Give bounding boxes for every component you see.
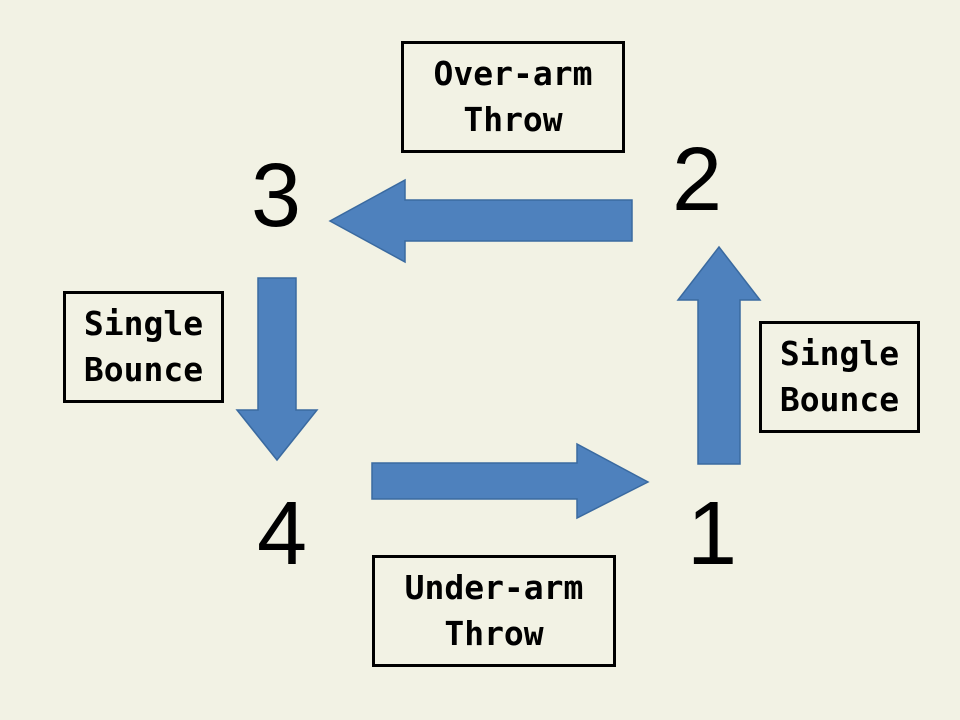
node-2: 2: [671, 130, 723, 230]
node-1: 1: [686, 484, 738, 584]
node-3: 3: [250, 146, 302, 246]
label-under-arm-line2: Throw: [444, 614, 544, 653]
label-over-arm-throw: Over-arm Throw: [401, 41, 625, 153]
label-bounce-right-line1: Single: [779, 334, 900, 373]
arrow-2-to-3: [328, 178, 633, 264]
arrow-4-to-1: [371, 442, 650, 520]
node-4: 4: [256, 484, 308, 584]
label-under-arm-line1: Under-arm: [404, 568, 584, 607]
label-bounce-right-line2: Bounce: [779, 380, 900, 419]
label-over-arm-line2: Throw: [463, 100, 563, 139]
arrow-3-to-4: [235, 277, 319, 462]
label-single-bounce-left: Single Bounce: [63, 291, 224, 403]
label-bounce-left-line1: Single: [83, 304, 204, 343]
label-over-arm-line1: Over-arm: [433, 54, 593, 93]
arrow-1-to-2: [676, 245, 762, 465]
label-bounce-left-line2: Bounce: [83, 350, 204, 389]
label-single-bounce-right: Single Bounce: [759, 321, 920, 433]
label-under-arm-throw: Under-arm Throw: [372, 555, 616, 667]
